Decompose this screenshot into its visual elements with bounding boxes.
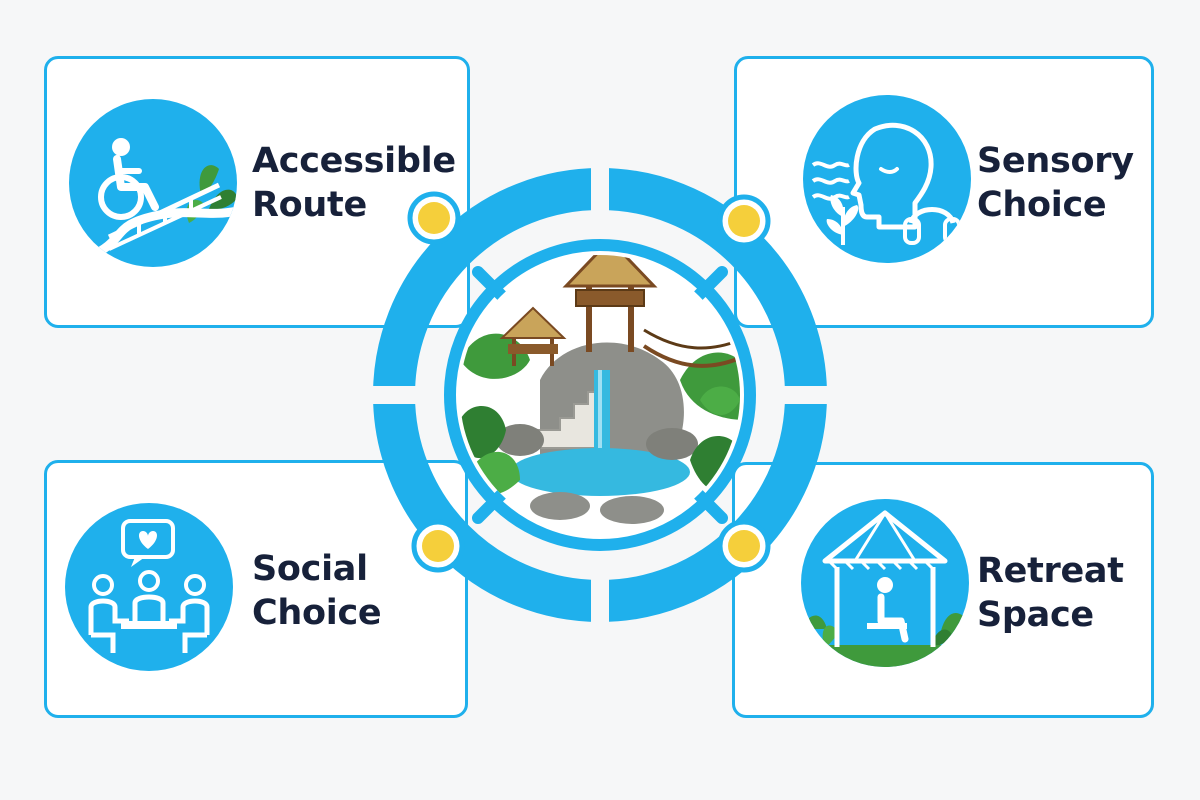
outer-ring bbox=[355, 150, 845, 640]
card-label-line2: Choice bbox=[252, 593, 382, 633]
jungle-treehouse-waterfall-illustration bbox=[460, 255, 740, 535]
card-label-line1: Social bbox=[252, 549, 368, 589]
card-label-line1: Retreat bbox=[977, 551, 1124, 591]
card-label: Sensory Choice bbox=[977, 139, 1134, 227]
card-label-line1: Accessible bbox=[252, 141, 456, 181]
card-label: Accessible Route bbox=[252, 139, 456, 227]
ring-node-top-left bbox=[407, 191, 461, 245]
card-label: Social Choice bbox=[252, 547, 382, 635]
ring-node-bottom-right bbox=[717, 519, 771, 573]
card-label-line2: Route bbox=[252, 185, 367, 225]
card-retreat-space: Retreat Space bbox=[732, 462, 1154, 718]
card-label-line2: Choice bbox=[977, 185, 1107, 225]
sensory-head-headphones-icon bbox=[803, 95, 971, 263]
card-label-line2: Space bbox=[977, 595, 1094, 635]
card-sensory-choice: Sensory Choice bbox=[734, 56, 1154, 328]
card-accessible-route: Accessible Route bbox=[44, 56, 470, 328]
ring-node-top-right bbox=[717, 194, 771, 248]
card-social-choice: Social Choice bbox=[44, 460, 468, 718]
card-label: Retreat Space bbox=[977, 549, 1124, 637]
ring-node-bottom-left bbox=[411, 519, 465, 573]
wheelchair-ramp-icon bbox=[69, 99, 237, 267]
social-group-heart-icon bbox=[65, 503, 233, 671]
card-label-line1: Sensory bbox=[977, 141, 1134, 181]
